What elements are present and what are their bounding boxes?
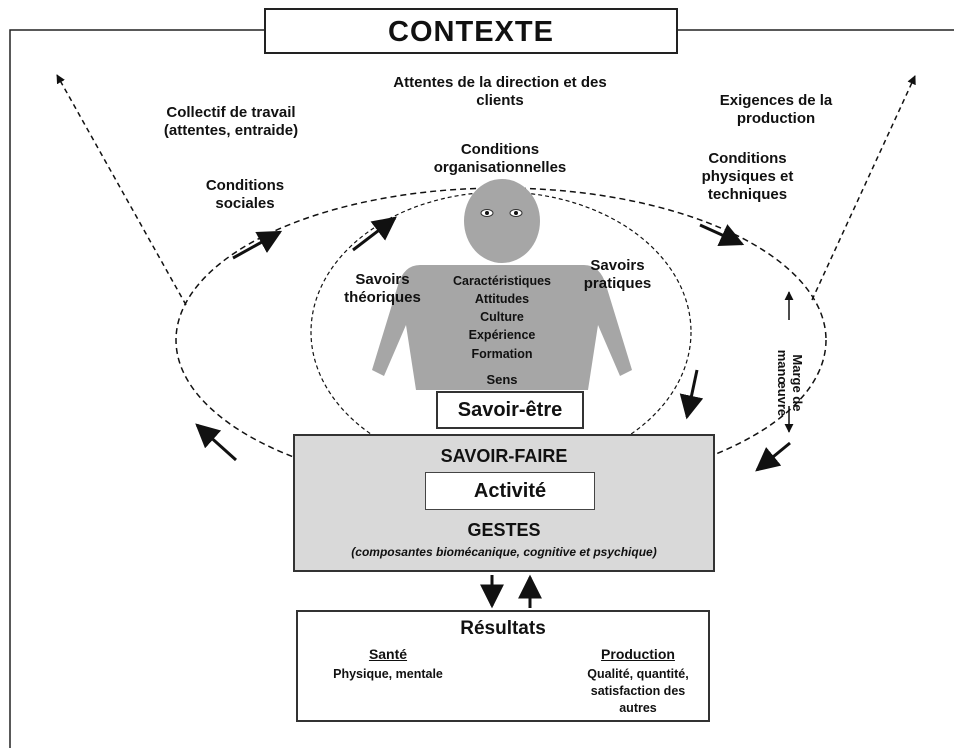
- savoir-faire-box: SAVOIR-FAIRE Activité GESTES (composante…: [293, 434, 715, 572]
- resultats-box: Résultats Santé Physique, mentale Produc…: [296, 610, 710, 722]
- sante-heading: Santé: [368, 646, 408, 662]
- activite-box: Activité: [425, 472, 595, 510]
- trait-item: Formation: [471, 346, 533, 361]
- cycle-arrow: [195, 423, 238, 462]
- cycle-arrow: [755, 441, 791, 472]
- marge-label: Marge de manœuvre: [775, 349, 805, 417]
- label-savoirs-pratiques: Savoirs pratiques: [583, 257, 652, 292]
- production-text: Qualité, quantité, satisfaction des autr…: [587, 667, 689, 715]
- trait-item: Attitudes: [474, 292, 530, 307]
- person-traits-list: Caractéristiques Attitudes Culture Expér…: [432, 272, 572, 363]
- cycle-arrow: [679, 369, 704, 420]
- cycle-arrow: [352, 216, 397, 252]
- sante-text: Physique, mentale: [333, 667, 443, 681]
- trait-item: Caractéristiques: [453, 274, 551, 288]
- person-silhouette: [372, 179, 632, 390]
- marge-de-manoeuvre: Marge de manœuvre: [775, 350, 805, 416]
- gestes-title: GESTES: [467, 520, 541, 540]
- label-conditions-sociales: Conditions sociales: [205, 177, 285, 212]
- label-sens: Sens: [486, 372, 518, 387]
- contexte-title: CONTEXTE: [264, 8, 678, 54]
- resultats-title: Résultats: [460, 618, 546, 639]
- label-savoirs-theoriques: Savoirs théoriques: [344, 271, 421, 306]
- label-exigences-production: Exigences de la production: [719, 92, 833, 127]
- production-heading: Production: [601, 646, 675, 662]
- label-conditions-physiques: Conditions physiques et techniques: [701, 150, 794, 203]
- label-conditions-organisationnelles: Conditions organisationnelles: [433, 141, 567, 176]
- gestes-composantes: (composantes biomécanique, cognitive et …: [351, 545, 657, 559]
- label-attentes-direction: Attentes de la direction et des clients: [393, 74, 607, 109]
- dashed-arrow-left: [56, 74, 187, 306]
- context-frame: [9, 29, 954, 748]
- trait-item: Culture: [480, 310, 524, 325]
- cycle-arrow: [699, 223, 745, 247]
- label-collectif-travail: Collectif de travail (attentes, entraide…: [163, 104, 299, 139]
- trait-item: Expérience: [468, 328, 536, 343]
- person-eyes: [480, 209, 523, 217]
- savoir-faire-title: SAVOIR-FAIRE: [440, 446, 568, 466]
- savoir-etre-box: Savoir-être: [436, 391, 584, 429]
- cycle-arrow: [232, 230, 283, 260]
